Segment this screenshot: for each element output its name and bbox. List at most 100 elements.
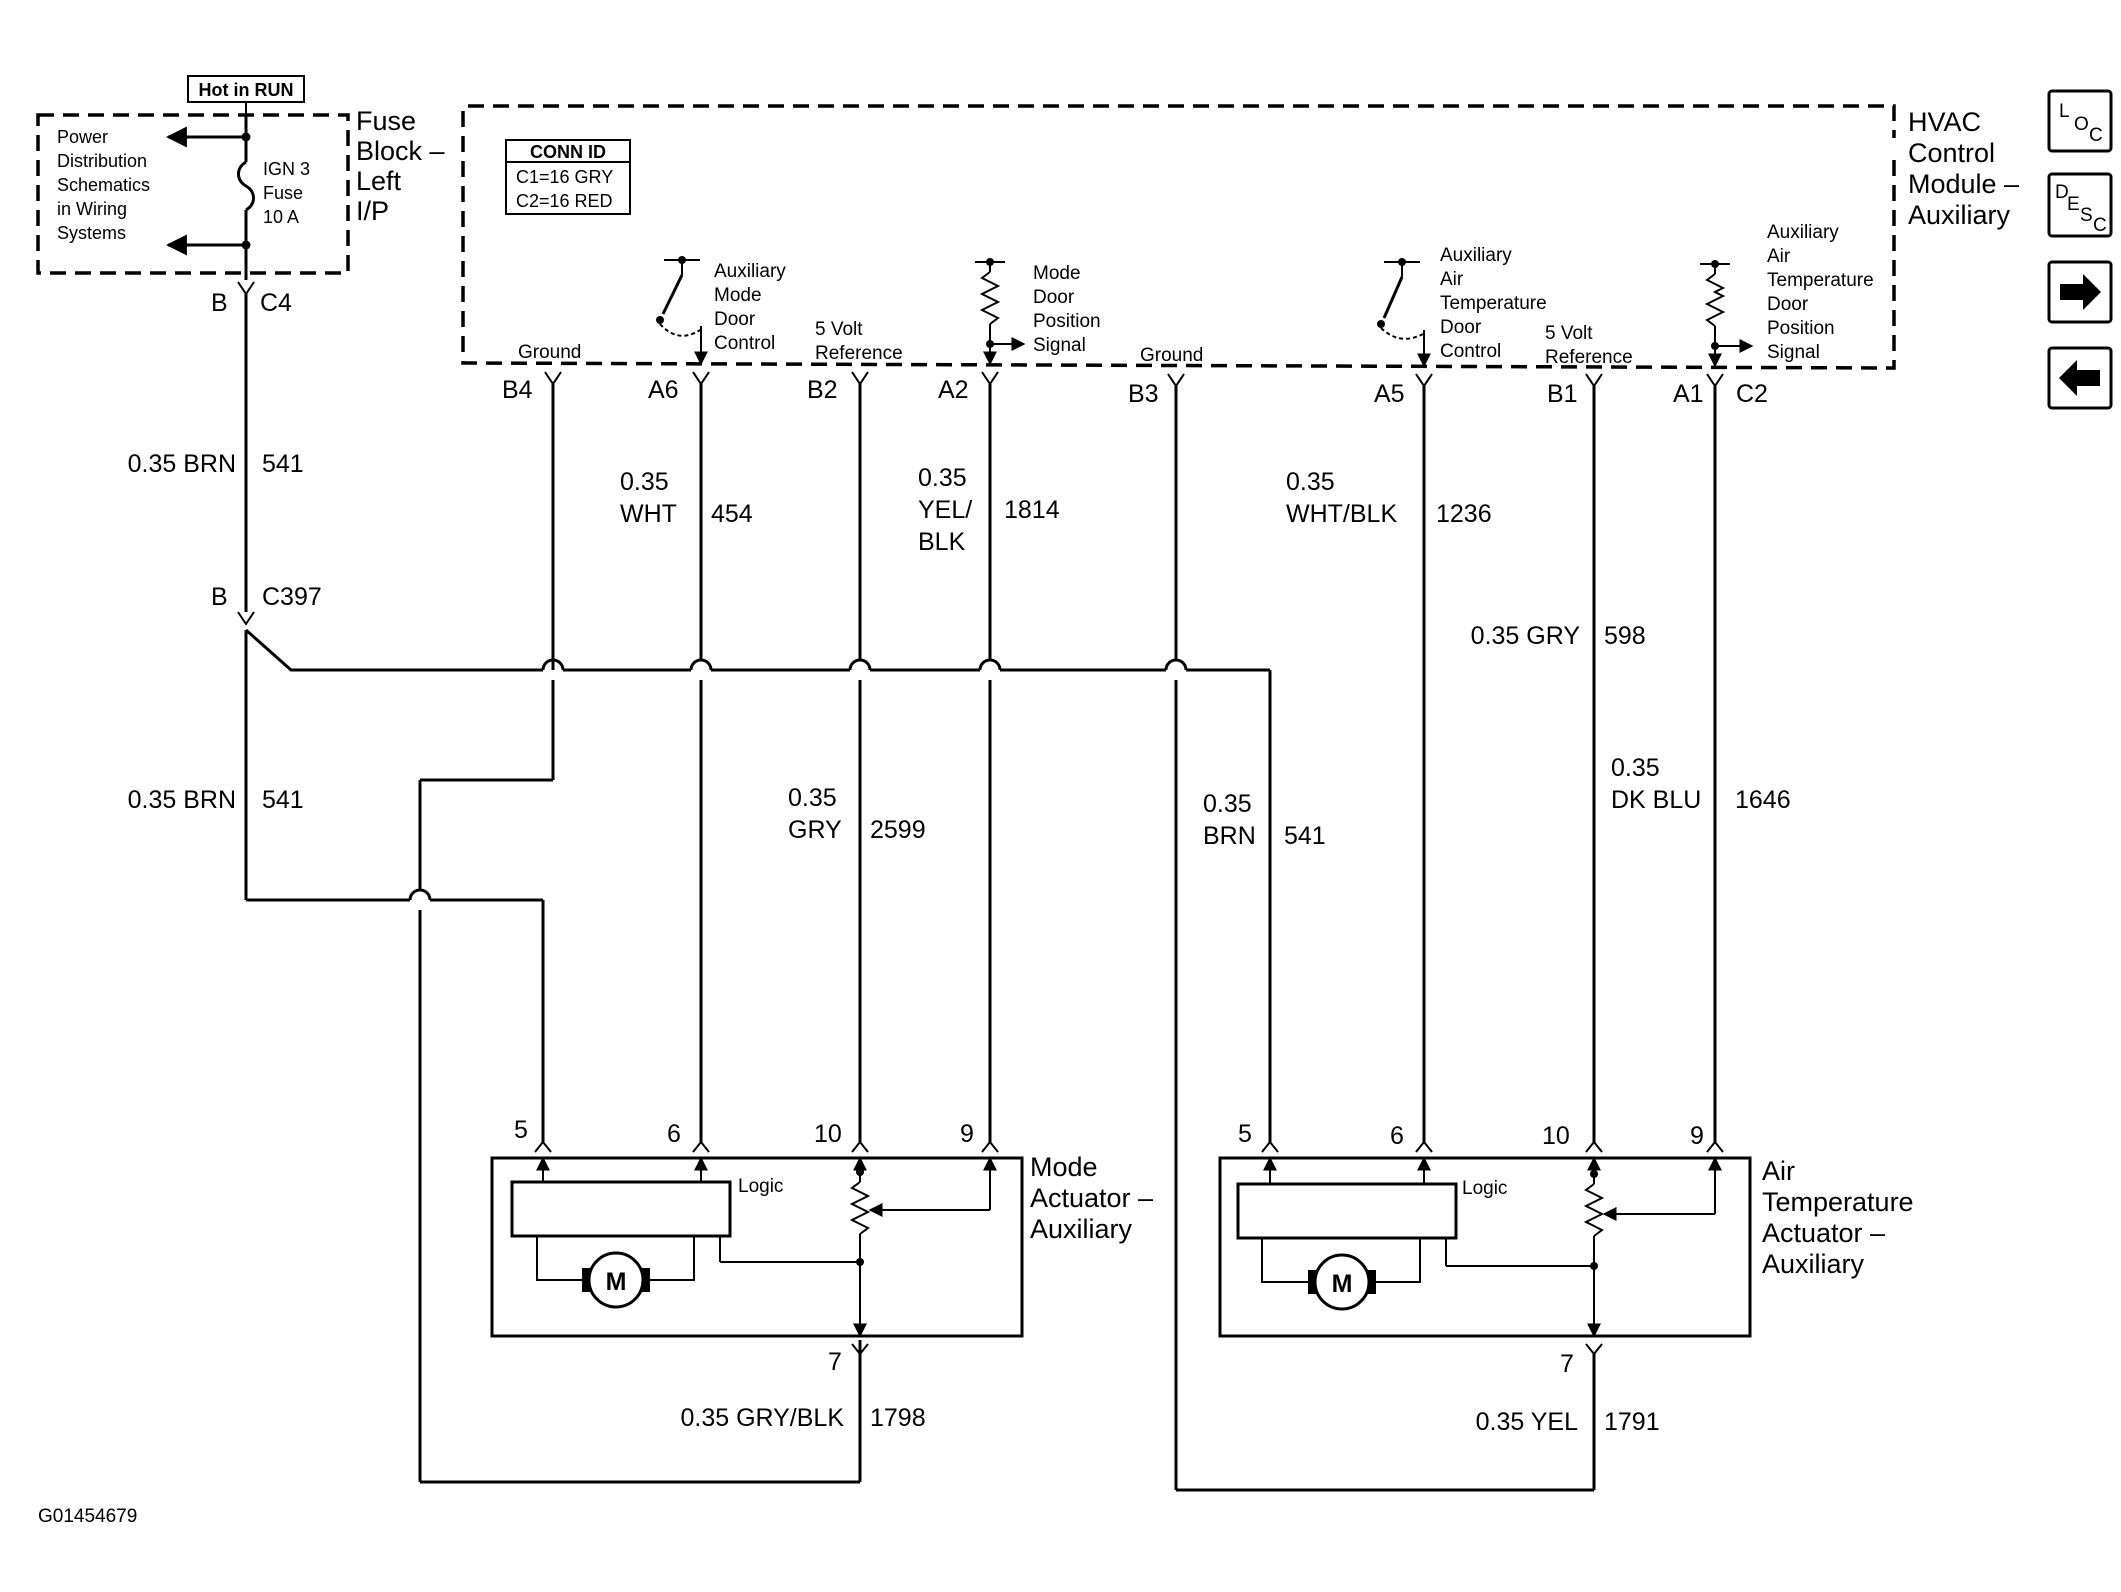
air-temp-motor-icon [1313, 1253, 1371, 1311]
svg-text:IGN 3: IGN 3 [263, 159, 310, 179]
svg-text:Temperature: Temperature [1440, 293, 1547, 314]
svg-text:Schematics: Schematics [57, 175, 150, 195]
svg-text:7: 7 [1560, 1350, 1574, 1378]
mode-actuator-pin-symbols [534, 1140, 999, 1356]
forward-button[interactable] [2047, 260, 2113, 324]
svg-text:C2=16 RED: C2=16 RED [516, 191, 613, 211]
hvac-control-module: HVAC Control Module – Auxiliary CONN ID … [461, 104, 2019, 408]
svg-text:Door: Door [1767, 294, 1809, 315]
svg-text:Fuse: Fuse [263, 183, 303, 203]
svg-text:Auxiliary: Auxiliary [1767, 222, 1839, 243]
svg-text:Air: Air [1762, 1156, 1795, 1186]
svg-text:M: M [1332, 1270, 1353, 1298]
svg-text:5: 5 [514, 1116, 528, 1144]
svg-text:Signal: Signal [1033, 335, 1086, 356]
svg-text:YEL/: YEL/ [918, 496, 972, 524]
svg-text:Auxiliary: Auxiliary [1908, 200, 2011, 230]
svg-text:Actuator –: Actuator – [1030, 1183, 1153, 1213]
svg-text:Actuator –: Actuator – [1762, 1218, 1885, 1248]
loc-button[interactable]: L O C [2047, 89, 2113, 153]
hvac-module-outline [461, 104, 1896, 370]
svg-text:598: 598 [1604, 622, 1646, 650]
svg-text:D: D [2055, 182, 2069, 203]
back-button[interactable] [2047, 346, 2113, 410]
svg-text:Control: Control [714, 333, 775, 354]
svg-text:Door: Door [1033, 287, 1075, 308]
svg-text:S: S [2080, 205, 2093, 226]
svg-text:Module –: Module – [1908, 169, 2019, 199]
svg-text:10 A: 10 A [263, 207, 299, 227]
svg-text:9: 9 [960, 1120, 974, 1148]
svg-text:Temperature: Temperature [1767, 270, 1874, 291]
svg-text:Reference: Reference [815, 343, 903, 364]
svg-text:1236: 1236 [1436, 500, 1492, 528]
air-temp-actuator-title: Air Temperature Actuator – Auxiliary [1762, 1156, 1914, 1279]
mode-door-position-signal-label: Mode Door Position Signal [1033, 263, 1101, 356]
svg-text:6: 6 [667, 1120, 681, 1148]
figure-id: G01454679 [38, 1506, 137, 1527]
svg-text:Temperature: Temperature [1762, 1187, 1914, 1217]
air-temp-actuator: 5 6 10 9 7 Logic M [1218, 1120, 1914, 1378]
svg-text:C2: C2 [1736, 380, 1768, 408]
svg-text:541: 541 [262, 786, 304, 814]
desc-button[interactable]: D E S C [2047, 172, 2113, 238]
svg-text:Signal: Signal [1767, 342, 1820, 363]
svg-text:1798: 1798 [870, 1404, 926, 1432]
svg-text:C1=16 GRY: C1=16 GRY [516, 167, 613, 187]
svg-text:B1: B1 [1547, 380, 1578, 408]
svg-text:1814: 1814 [1004, 496, 1060, 524]
fuse-block-outline [36, 113, 350, 275]
svg-text:Auxiliary: Auxiliary [1762, 1249, 1865, 1279]
ground-label-1: Ground [518, 342, 581, 363]
air-temp-logic-label: Logic [1462, 1178, 1507, 1199]
air-temp-actuator-box [1218, 1156, 1752, 1338]
svg-text:Mode: Mode [1033, 263, 1081, 284]
svg-text:0.35 BRN: 0.35 BRN [128, 786, 236, 814]
svg-text:A5: A5 [1374, 380, 1405, 408]
air-temp-logic-block [1236, 1182, 1458, 1240]
svg-text:0.35 GRY: 0.35 GRY [1471, 622, 1581, 650]
aux-air-temp-door-position-signal-label: Auxiliary Air Temperature Door Position … [1767, 222, 1874, 363]
mode-door-position-sensor-symbol [975, 258, 1026, 366]
svg-text:Air: Air [1440, 269, 1464, 290]
left-arrow-icon [2059, 360, 2100, 396]
svg-text:DK BLU: DK BLU [1611, 786, 1701, 814]
mode-logic-block [510, 1180, 732, 1238]
right-arrow-icon [2060, 274, 2101, 310]
svg-text:0.35: 0.35 [620, 468, 669, 496]
svg-text:1646: 1646 [1735, 786, 1791, 814]
svg-text:1791: 1791 [1604, 1408, 1660, 1436]
svg-text:Door: Door [714, 309, 756, 330]
svg-text:HVAC: HVAC [1908, 107, 1981, 137]
conn-id-box: CONN ID C1=16 GRY C2=16 RED [505, 139, 631, 215]
svg-text:Control: Control [1908, 138, 1995, 168]
svg-text:0.35 BRN: 0.35 BRN [128, 450, 236, 478]
svg-text:B4: B4 [502, 376, 533, 404]
wiring [237, 292, 1717, 1492]
svg-text:C: C [2093, 215, 2107, 236]
mode-logic-label: Logic [738, 1176, 783, 1197]
nav-buttons: L O C D E S C [2047, 89, 2113, 410]
svg-text:0.35 YEL: 0.35 YEL [1476, 1408, 1579, 1436]
svg-text:Air: Air [1767, 246, 1791, 267]
svg-text:B3: B3 [1128, 380, 1159, 408]
fuse-conn-id: C4 [260, 289, 292, 317]
svg-text:Auxiliary: Auxiliary [1030, 1214, 1133, 1244]
svg-text:5 Volt: 5 Volt [815, 319, 863, 340]
mode-actuator-title: Mode Actuator – Auxiliary [1030, 1152, 1153, 1244]
svg-text:A2: A2 [938, 376, 969, 404]
c397-pin: B [211, 583, 228, 611]
svg-text:GRY: GRY [788, 816, 842, 844]
svg-text:A6: A6 [648, 376, 679, 404]
svg-text:L: L [2059, 101, 2070, 122]
air-temp-actuator-pin-labels: 5 6 10 9 7 [1238, 1120, 1704, 1378]
svg-text:I/P: I/P [356, 196, 389, 226]
svg-text:10: 10 [1542, 1122, 1570, 1150]
svg-text:Auxiliary: Auxiliary [714, 261, 786, 282]
svg-text:5: 5 [1238, 1120, 1252, 1148]
svg-text:Left: Left [356, 166, 402, 196]
svg-text:CONN ID: CONN ID [530, 142, 606, 162]
svg-text:M: M [606, 1268, 627, 1296]
mode-actuator-box [490, 1156, 1024, 1338]
svg-text:541: 541 [1284, 822, 1326, 850]
